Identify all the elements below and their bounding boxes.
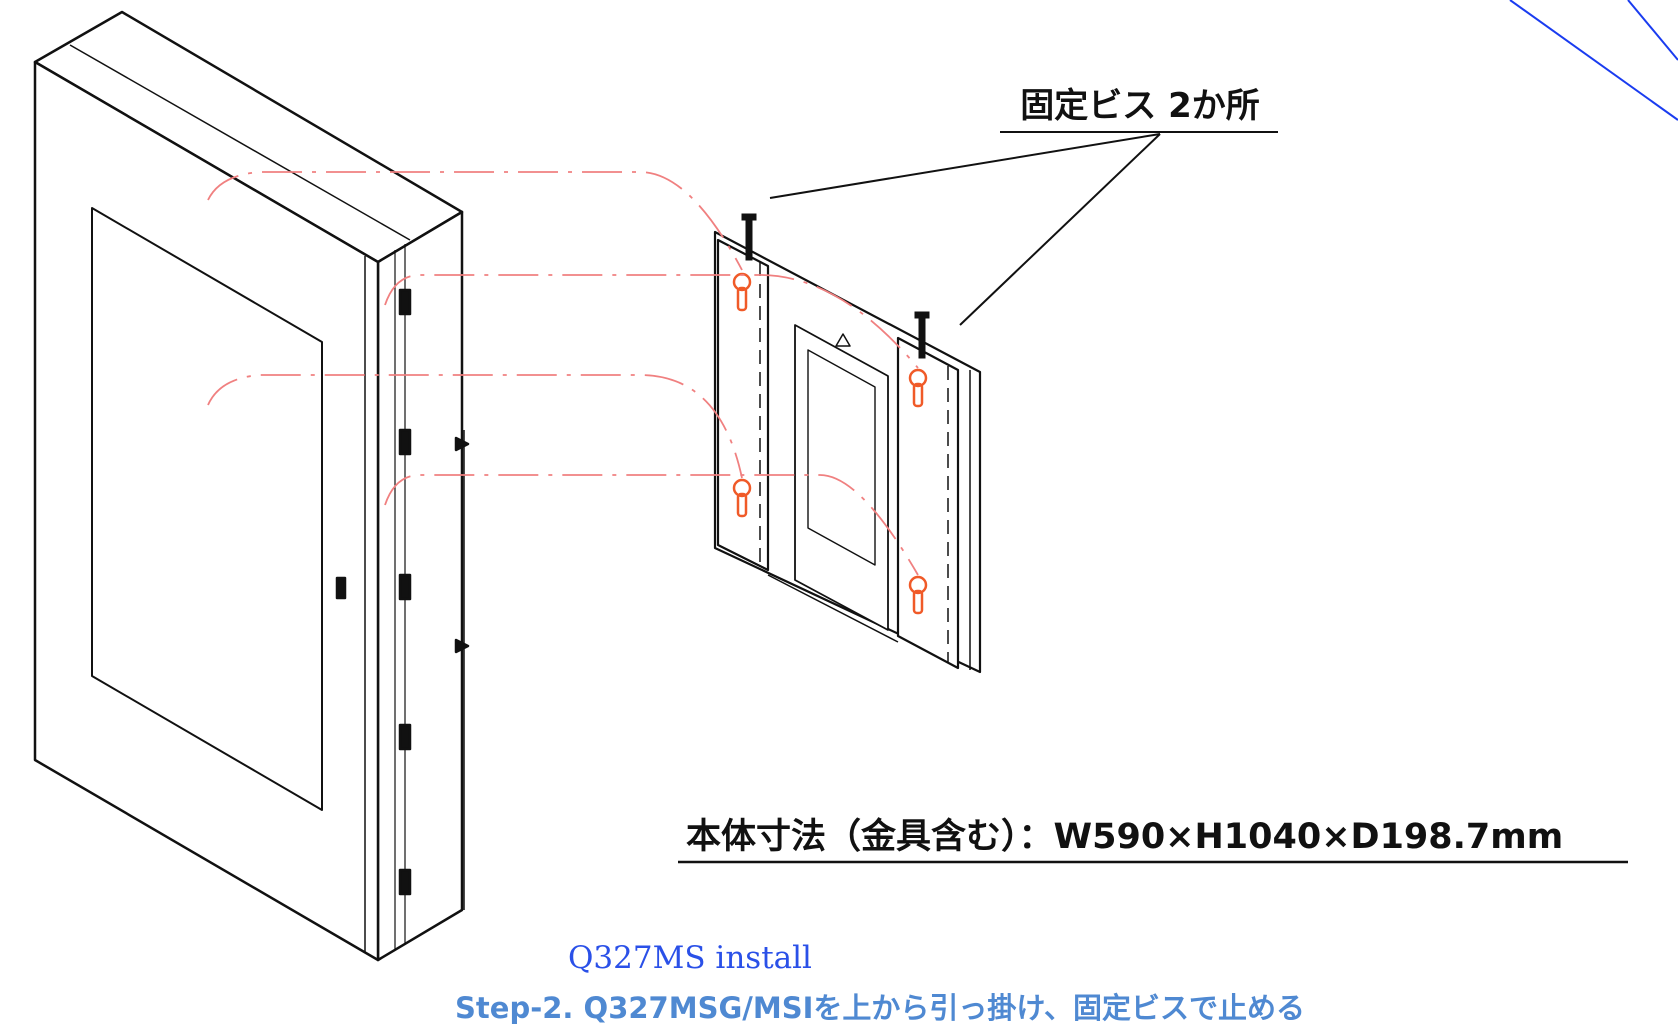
enclosure-side-face	[376, 210, 464, 962]
corner-lines	[1509, 0, 1678, 121]
screw-label-leader	[769, 131, 1278, 326]
display-window	[91, 207, 323, 811]
door-hinges	[335, 288, 470, 910]
bracket-right-rail	[896, 336, 960, 670]
screw-icon	[914, 311, 930, 359]
keyhole-icon	[908, 575, 928, 615]
fixing-screws	[741, 213, 930, 359]
keyholes	[732, 272, 928, 615]
warning-triangle-icon	[835, 333, 851, 347]
screw-icon	[741, 213, 757, 261]
alignment-guides	[207, 171, 919, 576]
dimension-label: 本体寸法（金具含む）：W590×H1040×D198.7mm	[686, 817, 1564, 857]
caption-step: Step-2. Q327MSG/MSIを上から引っ掛け、固定ビスで止める	[455, 991, 1305, 1025]
keyhole-icon	[732, 272, 752, 312]
keyhole-icon	[732, 478, 752, 518]
caption-title: Q327MS install	[568, 940, 812, 976]
screw-label: 固定ビス 2か所	[1020, 86, 1260, 126]
wall-bracket	[713, 230, 982, 674]
enclosure-unit	[33, 10, 470, 962]
keyhole-icon	[908, 368, 928, 408]
